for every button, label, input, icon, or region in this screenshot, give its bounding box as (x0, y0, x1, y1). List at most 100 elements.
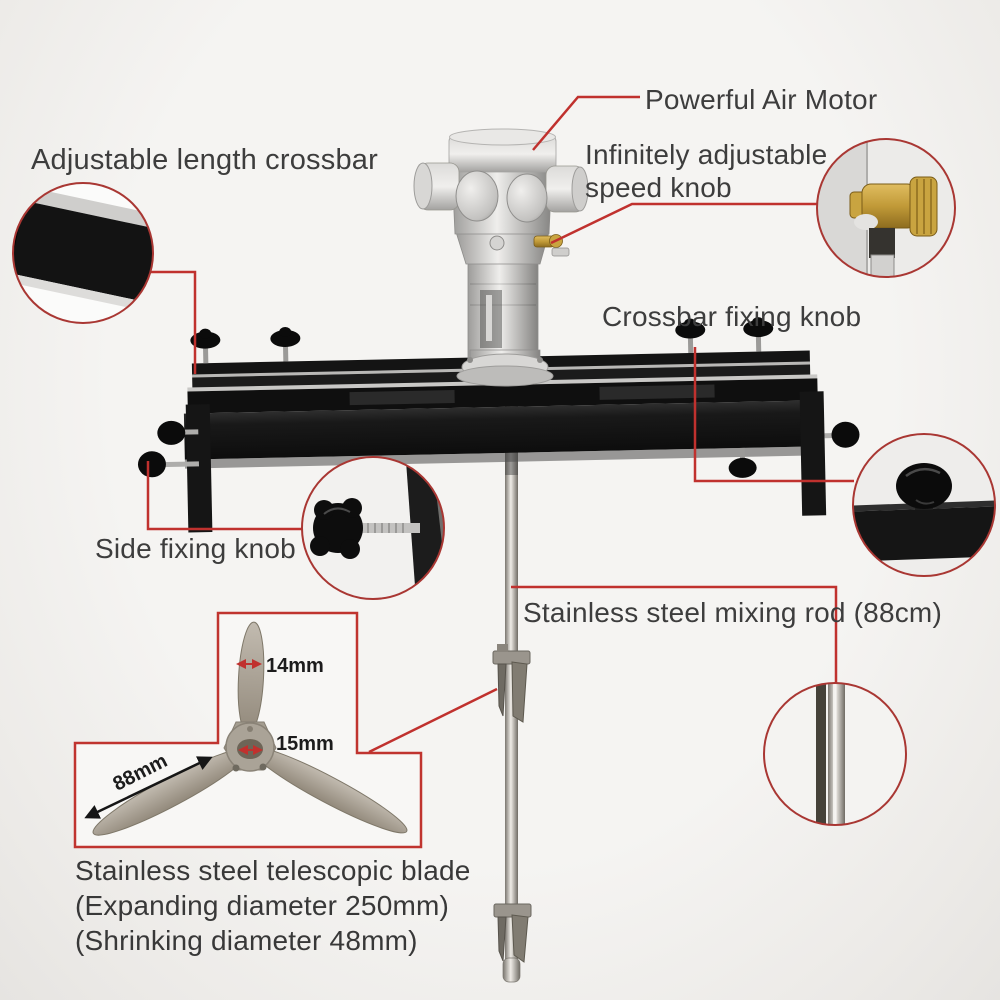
fixing-knob (190, 328, 221, 364)
telescopic-blade-detail-box: 14mm 15mm 88mm (73, 611, 423, 849)
dimension-blade-width: 14mm (266, 655, 324, 677)
silver-collar (854, 214, 878, 230)
inset-speed-knob-closeup (816, 138, 956, 278)
label-speed-knob: Infinitely adjustable speed knob (585, 138, 827, 204)
label-crossbar-fixing-knob: Crossbar fixing knob (602, 301, 862, 332)
bar-tube (853, 506, 995, 562)
label-speed-knob-line2: speed knob (585, 172, 732, 203)
dimension-hub-diameter: 15mm (276, 733, 334, 755)
knob-stem (687, 335, 694, 354)
knob-stem (160, 461, 200, 468)
knob-highlight (323, 507, 351, 515)
side-fixing-knobs (137, 420, 860, 478)
knob-stem (282, 344, 289, 362)
knob-top (279, 326, 292, 337)
inset-border (816, 138, 956, 278)
leader-side-knob (146, 461, 303, 531)
fixing-knob (743, 317, 774, 352)
label-side-fixing-knob: Side fixing knob (95, 533, 296, 564)
knob-lobe (340, 539, 360, 559)
crossbar-fixing-knobs (190, 317, 774, 478)
leader-blade-box (368, 687, 498, 754)
caption-telescopic-blade: Stainless steel telescopic blade (Expand… (75, 853, 471, 958)
label-speed-knob-line1: Infinitely adjustable (585, 139, 828, 170)
radial-cylinders (413, 162, 589, 223)
hanging-knob (728, 447, 757, 478)
air-motor (413, 128, 589, 387)
knob-stem (755, 334, 762, 352)
leader-mixing-rod (511, 585, 838, 684)
right-end-knob (831, 421, 860, 448)
motor-column (467, 261, 539, 361)
knob-cap (270, 329, 301, 347)
caption-line2: (Expanding diameter 250mm) (75, 890, 450, 921)
inset-content (817, 139, 938, 277)
length-arrow (84, 756, 213, 819)
rod-shaft (505, 388, 518, 980)
rod-lower-clamp (493, 903, 532, 983)
inset-crossbar-knob-closeup (852, 433, 996, 577)
flange-bolt (467, 357, 473, 363)
inset-border (301, 456, 445, 600)
body-bolt (489, 235, 505, 251)
cap-top-face (449, 128, 556, 146)
leader-crossbar-inset (151, 270, 197, 374)
knob-highlight (905, 467, 941, 478)
side-knob-lower (137, 451, 166, 478)
hub-bolt (247, 726, 253, 732)
clamp-collar (492, 650, 531, 665)
leader-lines (146, 95, 854, 754)
base-plate (456, 365, 554, 387)
flange-bolt (537, 357, 543, 363)
leader-crossbar-knob (693, 347, 854, 483)
label-powerful-air-motor: Powerful Air Motor (645, 84, 878, 115)
knob-top (684, 318, 697, 329)
folded-blade-right (511, 914, 529, 963)
inset-content (853, 463, 995, 562)
hub-bolt (259, 763, 267, 771)
folded-blade-left (497, 663, 507, 717)
rod-highlight (833, 683, 837, 825)
caption-line1: Stainless steel telescopic blade (75, 855, 471, 886)
knob-stem (182, 429, 199, 435)
leader-air-motor (532, 95, 640, 151)
mixing-rod (492, 388, 532, 983)
knob-cap (190, 331, 221, 349)
knob-stem (739, 447, 746, 461)
knob-top (752, 317, 765, 328)
knob-lobe (310, 536, 330, 556)
dark-fitting (869, 228, 895, 258)
rod-tip (502, 957, 521, 983)
fixing-knob (675, 318, 706, 354)
valve-fitting (551, 247, 570, 257)
inset-crossbar-closeup (12, 182, 154, 324)
clamp-tab (497, 644, 508, 652)
left-end-bracket (185, 404, 213, 533)
crossbar-main-tube (183, 400, 821, 460)
knob-stem (202, 346, 209, 364)
knob-top (199, 328, 212, 339)
column-pin (486, 295, 492, 341)
leader-speed-knob (550, 202, 818, 245)
thread-ticks (367, 523, 404, 533)
rod-upper-clamp (492, 644, 531, 723)
knob-cap (743, 320, 774, 338)
fixing-knob (270, 326, 301, 362)
cylinder-front-left (455, 170, 499, 222)
rod-dark-strip (816, 683, 826, 825)
knob-highlight (915, 499, 935, 505)
knob-cap (728, 457, 757, 478)
cylinder-left-cap (413, 162, 433, 210)
hub-bolt (232, 764, 240, 772)
inset-rod-closeup (763, 682, 907, 826)
knob-lobe (314, 500, 334, 520)
slot-left (349, 389, 455, 406)
motor-base-flange (456, 349, 554, 387)
inset-border (852, 433, 996, 577)
right-end-bracket (799, 391, 827, 516)
folded-blade-right (511, 661, 528, 723)
slot-right (599, 384, 715, 400)
hex-fitting (870, 254, 895, 277)
inset-border (12, 182, 154, 324)
cylinder-front-right (506, 173, 548, 223)
